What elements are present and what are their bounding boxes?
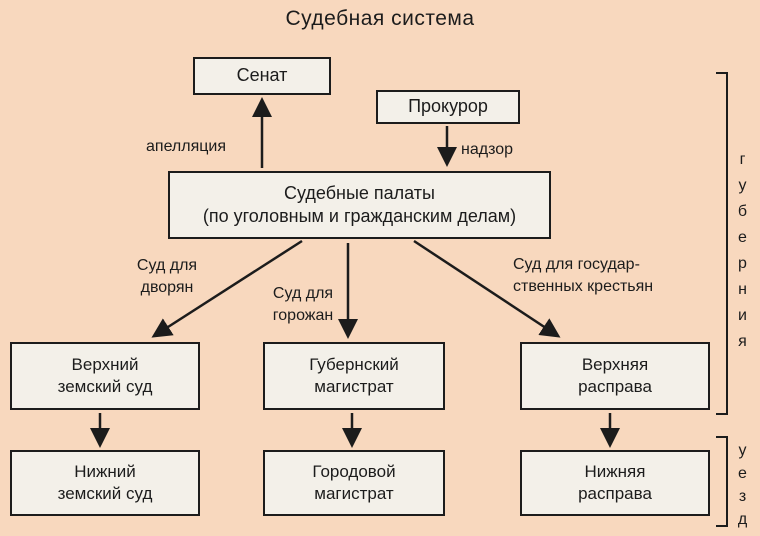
- node-label-line: расправа: [578, 484, 652, 503]
- node-sudebnye-palaty: Судебные палаты (по уголовным и гражданс…: [168, 171, 551, 239]
- node-gorodovoy-magistrat: Городовой магистрат: [263, 450, 445, 516]
- node-label-line: Судебные палаты: [284, 182, 435, 203]
- node-senat: Сенат: [193, 57, 331, 95]
- node-label-line: Верхний: [71, 354, 139, 374]
- node-label-line: Городовой: [312, 461, 396, 481]
- node-verhnyaya-rasprava: Верхняя расправа: [520, 342, 710, 410]
- edge-label-apellyaciya: апелляция: [146, 138, 227, 155]
- edge-label-line: дворян: [140, 278, 194, 296]
- edge-label-nadzor: надзор: [461, 141, 514, 158]
- bracket-label-uezd: уезд: [734, 442, 751, 534]
- node-label-line: Губернский: [309, 354, 399, 374]
- edge-label-sud-dlya-krestyan: Суд для государ- ственных крестьян: [513, 254, 713, 297]
- edge-label-sud-dlya-gorozhan: Суд для горожан: [257, 283, 349, 326]
- edge-label-line: Суд для: [136, 257, 198, 274]
- bracket-guberniya: [716, 72, 728, 415]
- node-gubernskiy-magistrat: Губернский магистрат: [263, 342, 445, 410]
- bracket-uezd: [716, 436, 728, 527]
- node-prokuror: Прокурор: [376, 90, 520, 124]
- edge-label-sud-dlya-dvoryan: Суд для дворян: [120, 255, 214, 298]
- bracket-label-guberniya: губерния: [734, 151, 751, 359]
- node-verhniy-zemskiy-sud: Верхний земский суд: [10, 342, 200, 410]
- edge-label-line: горожан: [272, 306, 334, 324]
- node-label-line: земский суд: [57, 484, 153, 503]
- node-label-line: магистрат: [314, 484, 394, 503]
- edge-label-line: ственных крестьян: [513, 277, 654, 295]
- node-label-line: земский суд: [57, 377, 153, 396]
- node-label-line: магистрат: [314, 377, 394, 396]
- node-nizhnyaya-rasprava: Нижняя расправа: [520, 450, 710, 516]
- edge-label-line: Суд для: [272, 285, 334, 302]
- node-label-line: расправа: [578, 377, 652, 396]
- node-label-line: (по уголовным и гражданским делам): [202, 206, 517, 226]
- diagram-title: Судебная система: [285, 7, 475, 30]
- node-label-line: Нижний: [74, 461, 136, 481]
- node-nizhniy-zemskiy-sud: Нижний земский суд: [10, 450, 200, 516]
- node-label: Прокурор: [408, 96, 488, 117]
- node-label: Сенат: [236, 65, 288, 86]
- node-label-line: Верхняя: [581, 354, 649, 374]
- edge-label-line: Суд для государ-: [513, 256, 640, 273]
- node-label-line: Нижняя: [584, 461, 646, 481]
